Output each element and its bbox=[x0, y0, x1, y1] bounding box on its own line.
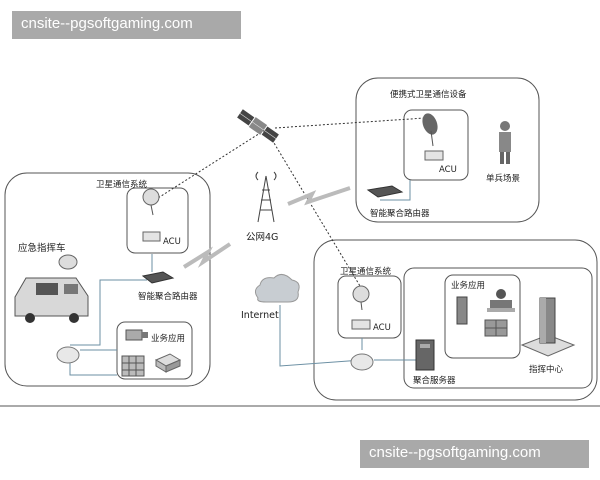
left-business-label: 业务应用 bbox=[151, 333, 185, 344]
portable-acu-label: ACU bbox=[439, 165, 457, 175]
portable-dish-icon bbox=[422, 113, 438, 147]
camera-icon bbox=[125, 329, 148, 341]
command-center-label: 指挥中心 bbox=[529, 364, 564, 375]
watermark-top: cnsite--pgsoftgaming.com bbox=[12, 11, 241, 39]
command-center-icon bbox=[520, 297, 576, 357]
portable-title: 便携式卫星通信设备 bbox=[390, 89, 467, 100]
emergency-vehicle-label: 应急指挥车 bbox=[18, 242, 66, 254]
portable-router-label: 智能聚合路由器 bbox=[370, 208, 430, 219]
single-soldier-label: 单兵场景 bbox=[486, 173, 520, 184]
left-sat-system-label: 卫星通信系统 bbox=[96, 179, 148, 190]
left-sat-box bbox=[126, 187, 189, 254]
left-dish-icon bbox=[142, 188, 160, 216]
aggregation-server-icon bbox=[415, 339, 435, 371]
operator-workstation-icon bbox=[487, 289, 515, 312]
right-acu-device bbox=[351, 319, 371, 330]
right-dish-icon bbox=[352, 285, 370, 311]
right-sat-system-label: 卫星通信系统 bbox=[340, 266, 392, 277]
left-router-label: 智能聚合路由器 bbox=[138, 291, 198, 302]
portable-group-box bbox=[355, 77, 540, 223]
internet-cloud-icon bbox=[254, 274, 300, 303]
right-switch-icon bbox=[350, 353, 374, 371]
wireless-signals bbox=[182, 186, 351, 269]
emergency-vehicle-icon bbox=[14, 277, 89, 323]
aggregation-server-label: 聚合服务器 bbox=[413, 375, 456, 386]
right-sat-box bbox=[337, 275, 402, 339]
vehicle-dish-icon bbox=[58, 254, 78, 270]
left-router-device bbox=[141, 271, 175, 284]
right-group-box bbox=[313, 239, 598, 401]
public-4g-label: 公网4G bbox=[246, 232, 278, 243]
cell-tower-icon bbox=[255, 171, 277, 223]
satellite-icon bbox=[237, 109, 279, 143]
monitor-wall-icon bbox=[121, 355, 145, 377]
left-switch-icon bbox=[56, 346, 80, 364]
left-acu-label: ACU bbox=[163, 237, 181, 247]
cable-lines bbox=[69, 180, 418, 376]
watermark-bottom: cnsite--pgsoftgaming.com bbox=[360, 440, 589, 468]
left-group-box bbox=[4, 172, 211, 387]
internet-label: Internet bbox=[241, 310, 279, 321]
left-acu-device bbox=[142, 231, 161, 242]
portable-router-device bbox=[366, 185, 404, 198]
soldier-icon bbox=[499, 121, 511, 164]
right-acu-label: ACU bbox=[373, 323, 391, 333]
right-business-box bbox=[444, 274, 521, 359]
right-inner-box bbox=[403, 267, 593, 389]
right-business-label: 业务应用 bbox=[451, 280, 485, 291]
device-box-icon bbox=[154, 353, 182, 373]
portable-acu-device bbox=[424, 150, 444, 161]
video-wall-icon bbox=[484, 319, 508, 337]
portable-sat-box bbox=[403, 109, 469, 181]
server-rack-icon bbox=[456, 296, 468, 325]
satellite-links bbox=[157, 117, 426, 287]
